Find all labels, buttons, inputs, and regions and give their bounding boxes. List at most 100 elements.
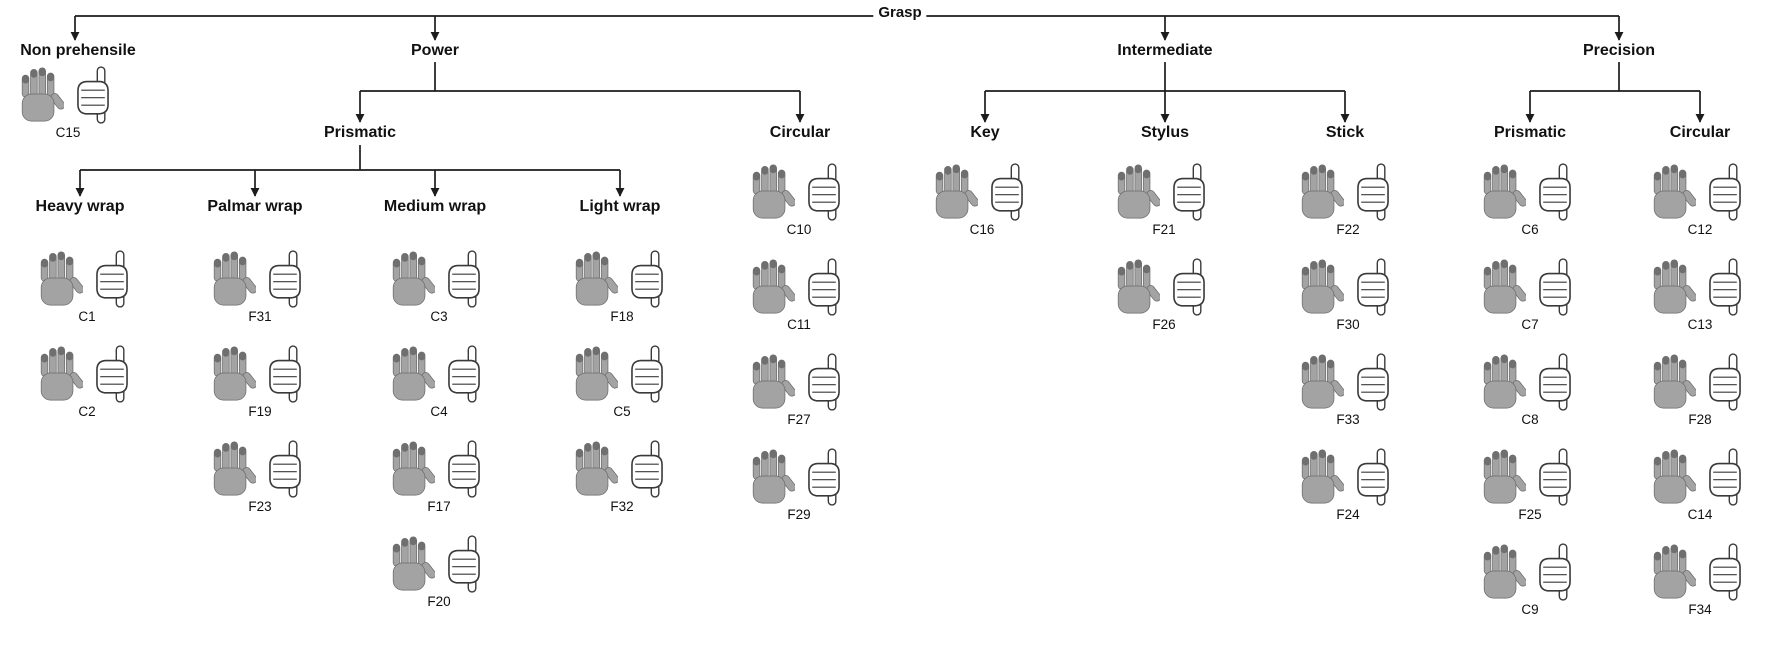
hand-grasp-sketch-icon bbox=[260, 250, 310, 308]
column-precision-circular: C12 C13 F28 bbox=[1638, 163, 1762, 638]
grasp-illustration bbox=[1298, 163, 1398, 221]
hand-contact-icon bbox=[1480, 448, 1526, 506]
grasp-item: C5 bbox=[572, 345, 672, 440]
grasp-illustration bbox=[389, 345, 489, 403]
grasp-code-label: C5 bbox=[613, 404, 631, 419]
hand-grasp-sketch-icon bbox=[1348, 163, 1398, 221]
grasp-code-label: C8 bbox=[1521, 412, 1539, 427]
hand-contact-icon bbox=[1114, 163, 1160, 221]
category-label-stylus: Stylus bbox=[1140, 124, 1190, 141]
hand-grasp-sketch-icon bbox=[87, 250, 137, 308]
grasp-illustration bbox=[1480, 543, 1580, 601]
grasp-code-label: C16 bbox=[969, 222, 995, 237]
hand-contact-icon bbox=[1650, 543, 1696, 601]
grasp-item: F22 bbox=[1298, 163, 1398, 258]
grasp-item: F24 bbox=[1298, 448, 1398, 543]
grasp-illustration bbox=[37, 345, 137, 403]
grasp-code-label: C15 bbox=[55, 125, 81, 140]
grasp-code-label: C7 bbox=[1521, 317, 1539, 332]
subcategory-label-palmar-wrap: Palmar wrap bbox=[207, 198, 303, 215]
grasp-illustration bbox=[1650, 258, 1750, 316]
hand-grasp-sketch-icon bbox=[1530, 353, 1580, 411]
grasp-item: C6 bbox=[1480, 163, 1580, 258]
grasp-item: C4 bbox=[389, 345, 489, 440]
hand-grasp-sketch-icon bbox=[439, 535, 489, 593]
hand-grasp-sketch-icon bbox=[799, 258, 849, 316]
grasp-item: F28 bbox=[1650, 353, 1750, 448]
hand-contact-icon bbox=[1650, 258, 1696, 316]
column-non-prehensile: C15 bbox=[6, 66, 130, 161]
grasp-illustration bbox=[1650, 448, 1750, 506]
grasp-illustration bbox=[572, 345, 672, 403]
grasp-item: C9 bbox=[1480, 543, 1580, 638]
hand-grasp-sketch-icon bbox=[1530, 448, 1580, 506]
grasp-code-label: C12 bbox=[1687, 222, 1713, 237]
hand-grasp-sketch-icon bbox=[1700, 448, 1750, 506]
grasp-code-label: F18 bbox=[610, 309, 634, 324]
grasp-item: C3 bbox=[389, 250, 489, 345]
hand-grasp-sketch-icon bbox=[1348, 448, 1398, 506]
grasp-illustration bbox=[1480, 258, 1580, 316]
hand-grasp-sketch-icon bbox=[260, 345, 310, 403]
grasp-illustration bbox=[749, 163, 849, 221]
hand-grasp-sketch-icon bbox=[439, 250, 489, 308]
subcategory-label-light-wrap: Light wrap bbox=[579, 198, 661, 215]
grasp-illustration bbox=[1480, 163, 1580, 221]
hand-contact-icon bbox=[749, 163, 795, 221]
hand-contact-icon bbox=[1650, 448, 1696, 506]
grasp-code-label: F19 bbox=[248, 404, 272, 419]
grasp-code-label: C9 bbox=[1521, 602, 1539, 617]
hand-contact-icon bbox=[18, 66, 64, 124]
hand-grasp-sketch-icon bbox=[622, 440, 672, 498]
hand-grasp-sketch-icon bbox=[1164, 163, 1214, 221]
grasp-illustration bbox=[389, 535, 489, 593]
grasp-code-label: C14 bbox=[1687, 507, 1713, 522]
category-label-stick: Stick bbox=[1325, 124, 1365, 141]
hand-contact-icon bbox=[1650, 353, 1696, 411]
grasp-illustration bbox=[1298, 353, 1398, 411]
grasp-item: C13 bbox=[1650, 258, 1750, 353]
hand-grasp-sketch-icon bbox=[1700, 353, 1750, 411]
grasp-item: F34 bbox=[1650, 543, 1750, 638]
column-key: C16 bbox=[920, 163, 1044, 258]
hand-grasp-sketch-icon bbox=[439, 440, 489, 498]
hand-contact-icon bbox=[210, 345, 256, 403]
grasp-item: F21 bbox=[1114, 163, 1214, 258]
hand-contact-icon bbox=[1298, 258, 1344, 316]
column-heavy-wrap: C1 C2 bbox=[25, 250, 149, 440]
grasp-item: F18 bbox=[572, 250, 672, 345]
grasp-code-label: C4 bbox=[430, 404, 448, 419]
hand-contact-icon bbox=[1480, 543, 1526, 601]
grasp-illustration bbox=[749, 258, 849, 316]
grasp-item: F17 bbox=[389, 440, 489, 535]
column-stick: F22 F30 F33 bbox=[1286, 163, 1410, 543]
hand-grasp-sketch-icon bbox=[1700, 543, 1750, 601]
hand-contact-icon bbox=[1298, 448, 1344, 506]
grasp-illustration bbox=[572, 250, 672, 308]
grasp-code-label: C2 bbox=[78, 404, 96, 419]
hand-contact-icon bbox=[389, 535, 435, 593]
grasp-illustration bbox=[1480, 353, 1580, 411]
grasp-code-label: F28 bbox=[1688, 412, 1712, 427]
hand-grasp-sketch-icon bbox=[68, 66, 118, 124]
grasp-illustration bbox=[1650, 163, 1750, 221]
grasp-item: C1 bbox=[37, 250, 137, 345]
grasp-code-label: F30 bbox=[1336, 317, 1360, 332]
grasp-code-label: F31 bbox=[248, 309, 272, 324]
hand-contact-icon bbox=[1480, 353, 1526, 411]
grasp-item: C2 bbox=[37, 345, 137, 440]
hand-grasp-sketch-icon bbox=[260, 440, 310, 498]
category-label-precision-circular: Circular bbox=[1669, 124, 1731, 141]
hand-contact-icon bbox=[749, 258, 795, 316]
grasp-illustration bbox=[749, 353, 849, 411]
category-label-precision-prismatic: Prismatic bbox=[1493, 124, 1567, 141]
hand-contact-icon bbox=[572, 250, 618, 308]
column-stylus: F21 F26 bbox=[1102, 163, 1226, 353]
grasp-item: F29 bbox=[749, 448, 849, 543]
grasp-item: F25 bbox=[1480, 448, 1580, 543]
grasp-item: C7 bbox=[1480, 258, 1580, 353]
grasp-item: C8 bbox=[1480, 353, 1580, 448]
subcategory-label-heavy-wrap: Heavy wrap bbox=[35, 198, 125, 215]
grasp-illustration bbox=[210, 345, 310, 403]
